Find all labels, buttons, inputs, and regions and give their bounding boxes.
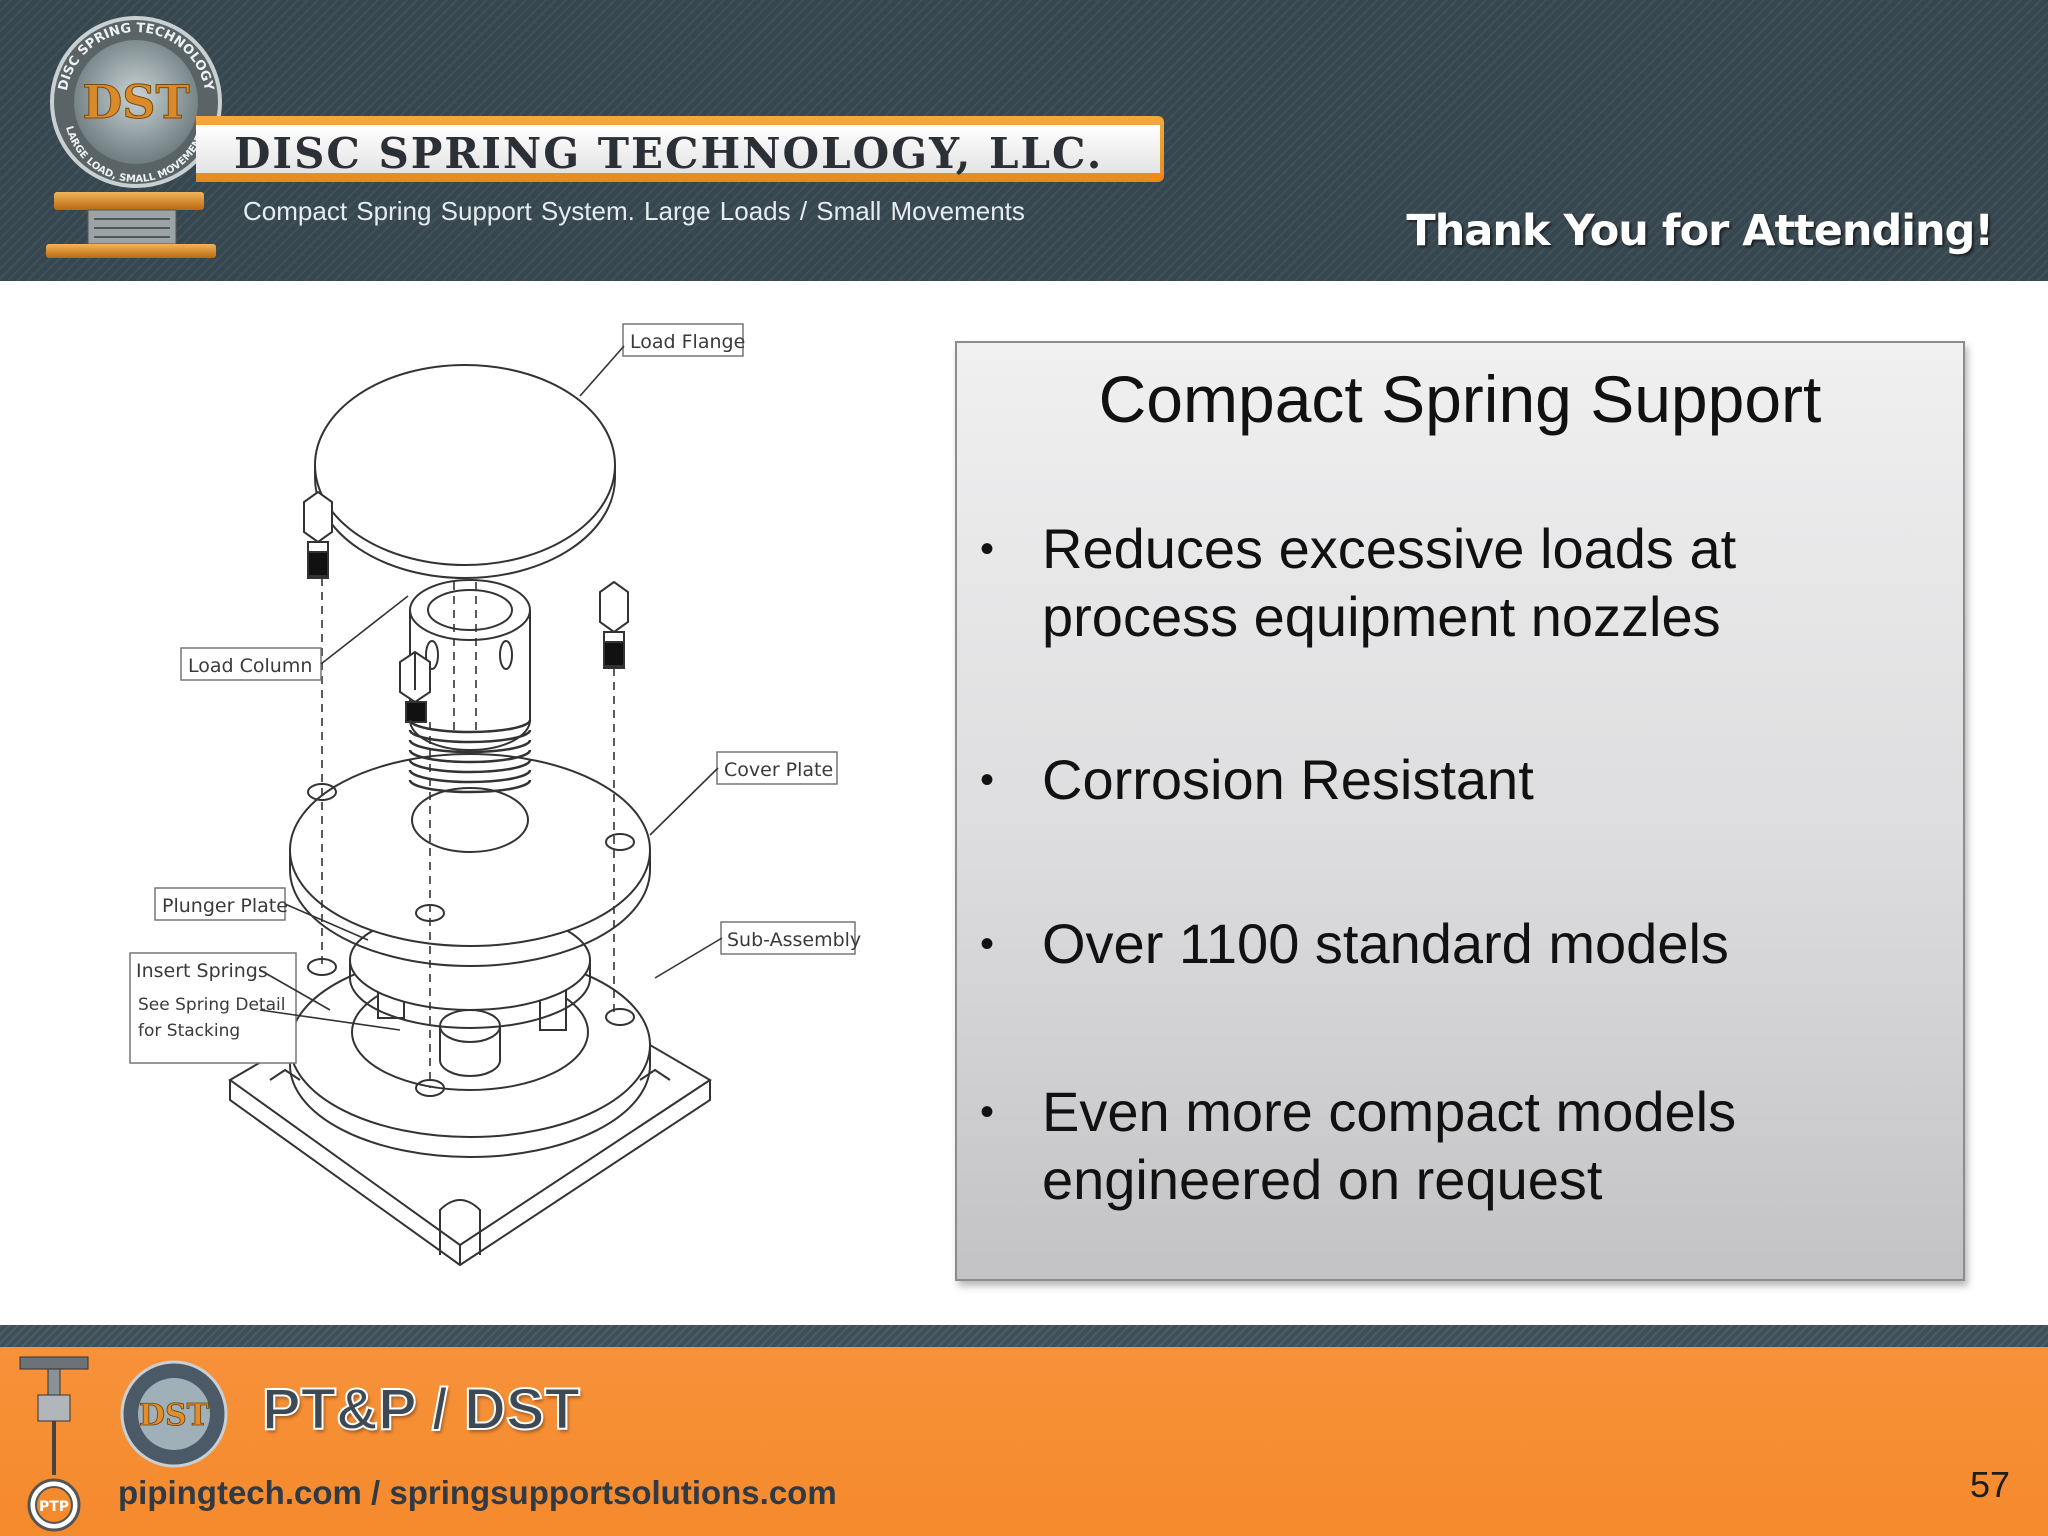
bullet-dot: • <box>980 527 995 571</box>
ptp-badge-text: PTP <box>39 1499 69 1515</box>
company-banner-inner: DISC SPRING TECHNOLOGY, LLC. <box>196 125 1160 178</box>
footer-divider-strip <box>0 1325 2048 1347</box>
pipe-hanger-icon: PTP <box>19 1356 89 1532</box>
label-cover-plate: Cover Plate <box>724 759 833 781</box>
dst-seal-logo: DISC SPRING TECHNOLOGY LARGE LOAD, SMALL… <box>46 16 222 258</box>
feature-text-line2: process equipment nozzles <box>1042 585 1721 648</box>
bullet-dot: • <box>980 1090 995 1134</box>
bullet-dot: • <box>980 922 995 966</box>
company-name: DISC SPRING TECHNOLOGY, LLC. <box>234 129 1104 178</box>
footer-seal-text: DST <box>139 1398 210 1433</box>
load-column <box>409 579 531 751</box>
panel-title: Compact Spring Support <box>1098 362 1822 436</box>
label-load-flange: Load Flange <box>630 331 745 353</box>
label-sub-assembly: Sub-Assembly <box>727 929 861 951</box>
feature-text-line2: engineered on request <box>1042 1148 1603 1211</box>
label-spring-detail-1: See Spring Detail <box>138 995 285 1015</box>
feature-item: • Reduces excessive loads at process equ… <box>980 515 1882 651</box>
spring-stack <box>408 719 532 794</box>
feature-panel: Compact Spring Support • Reduces excessi… <box>955 341 1965 1281</box>
left-bolt <box>303 490 333 579</box>
footer-website-urls: pipingtech.com / springsupportsolutions.… <box>118 1474 837 1511</box>
feature-item: • Corrosion Resistant <box>980 746 1882 814</box>
center-bolt <box>399 650 431 723</box>
header-band: DISC SPRING TECHNOLOGY LARGE LOAD, SMALL… <box>0 0 2048 281</box>
footer-dst-seal-icon: DST <box>120 1360 228 1468</box>
label-spring-detail-2: for Stacking <box>138 1021 240 1041</box>
load-flange <box>314 364 616 566</box>
thank-you-heading: Thank You for Attending! <box>1406 206 1994 256</box>
label-insert-springs: Insert Springs <box>136 960 268 982</box>
footer-band <box>0 1347 2048 1536</box>
page-number: 57 <box>1969 1464 2010 1505</box>
feature-text-line1: Over 1100 standard models <box>1042 912 1729 975</box>
feature-item: • Over 1100 standard models <box>980 910 1882 978</box>
label-load-column: Load Column <box>188 655 312 677</box>
footer-brand: PT&P / DST <box>261 1376 581 1443</box>
exploded-assembly-diagram: Load Flange Load Column Cover Plate Plun… <box>129 323 861 1267</box>
label-plunger-plate: Plunger Plate <box>162 895 288 917</box>
feature-text-line1: Corrosion Resistant <box>1042 748 1534 811</box>
feature-text-line1: Even more compact models <box>1042 1080 1737 1143</box>
seal-logo-text: DST <box>82 75 189 129</box>
company-banner: DISC SPRING TECHNOLOGY, LLC. <box>196 116 1164 182</box>
right-bolt <box>599 580 629 669</box>
feature-text-line1: Reduces excessive loads at <box>1042 517 1737 580</box>
feature-item: • Even more compact models engineered on… <box>980 1078 1882 1214</box>
company-tagline: Compact Spring Support System. Large Loa… <box>243 196 1025 226</box>
bullet-dot: • <box>980 758 995 802</box>
